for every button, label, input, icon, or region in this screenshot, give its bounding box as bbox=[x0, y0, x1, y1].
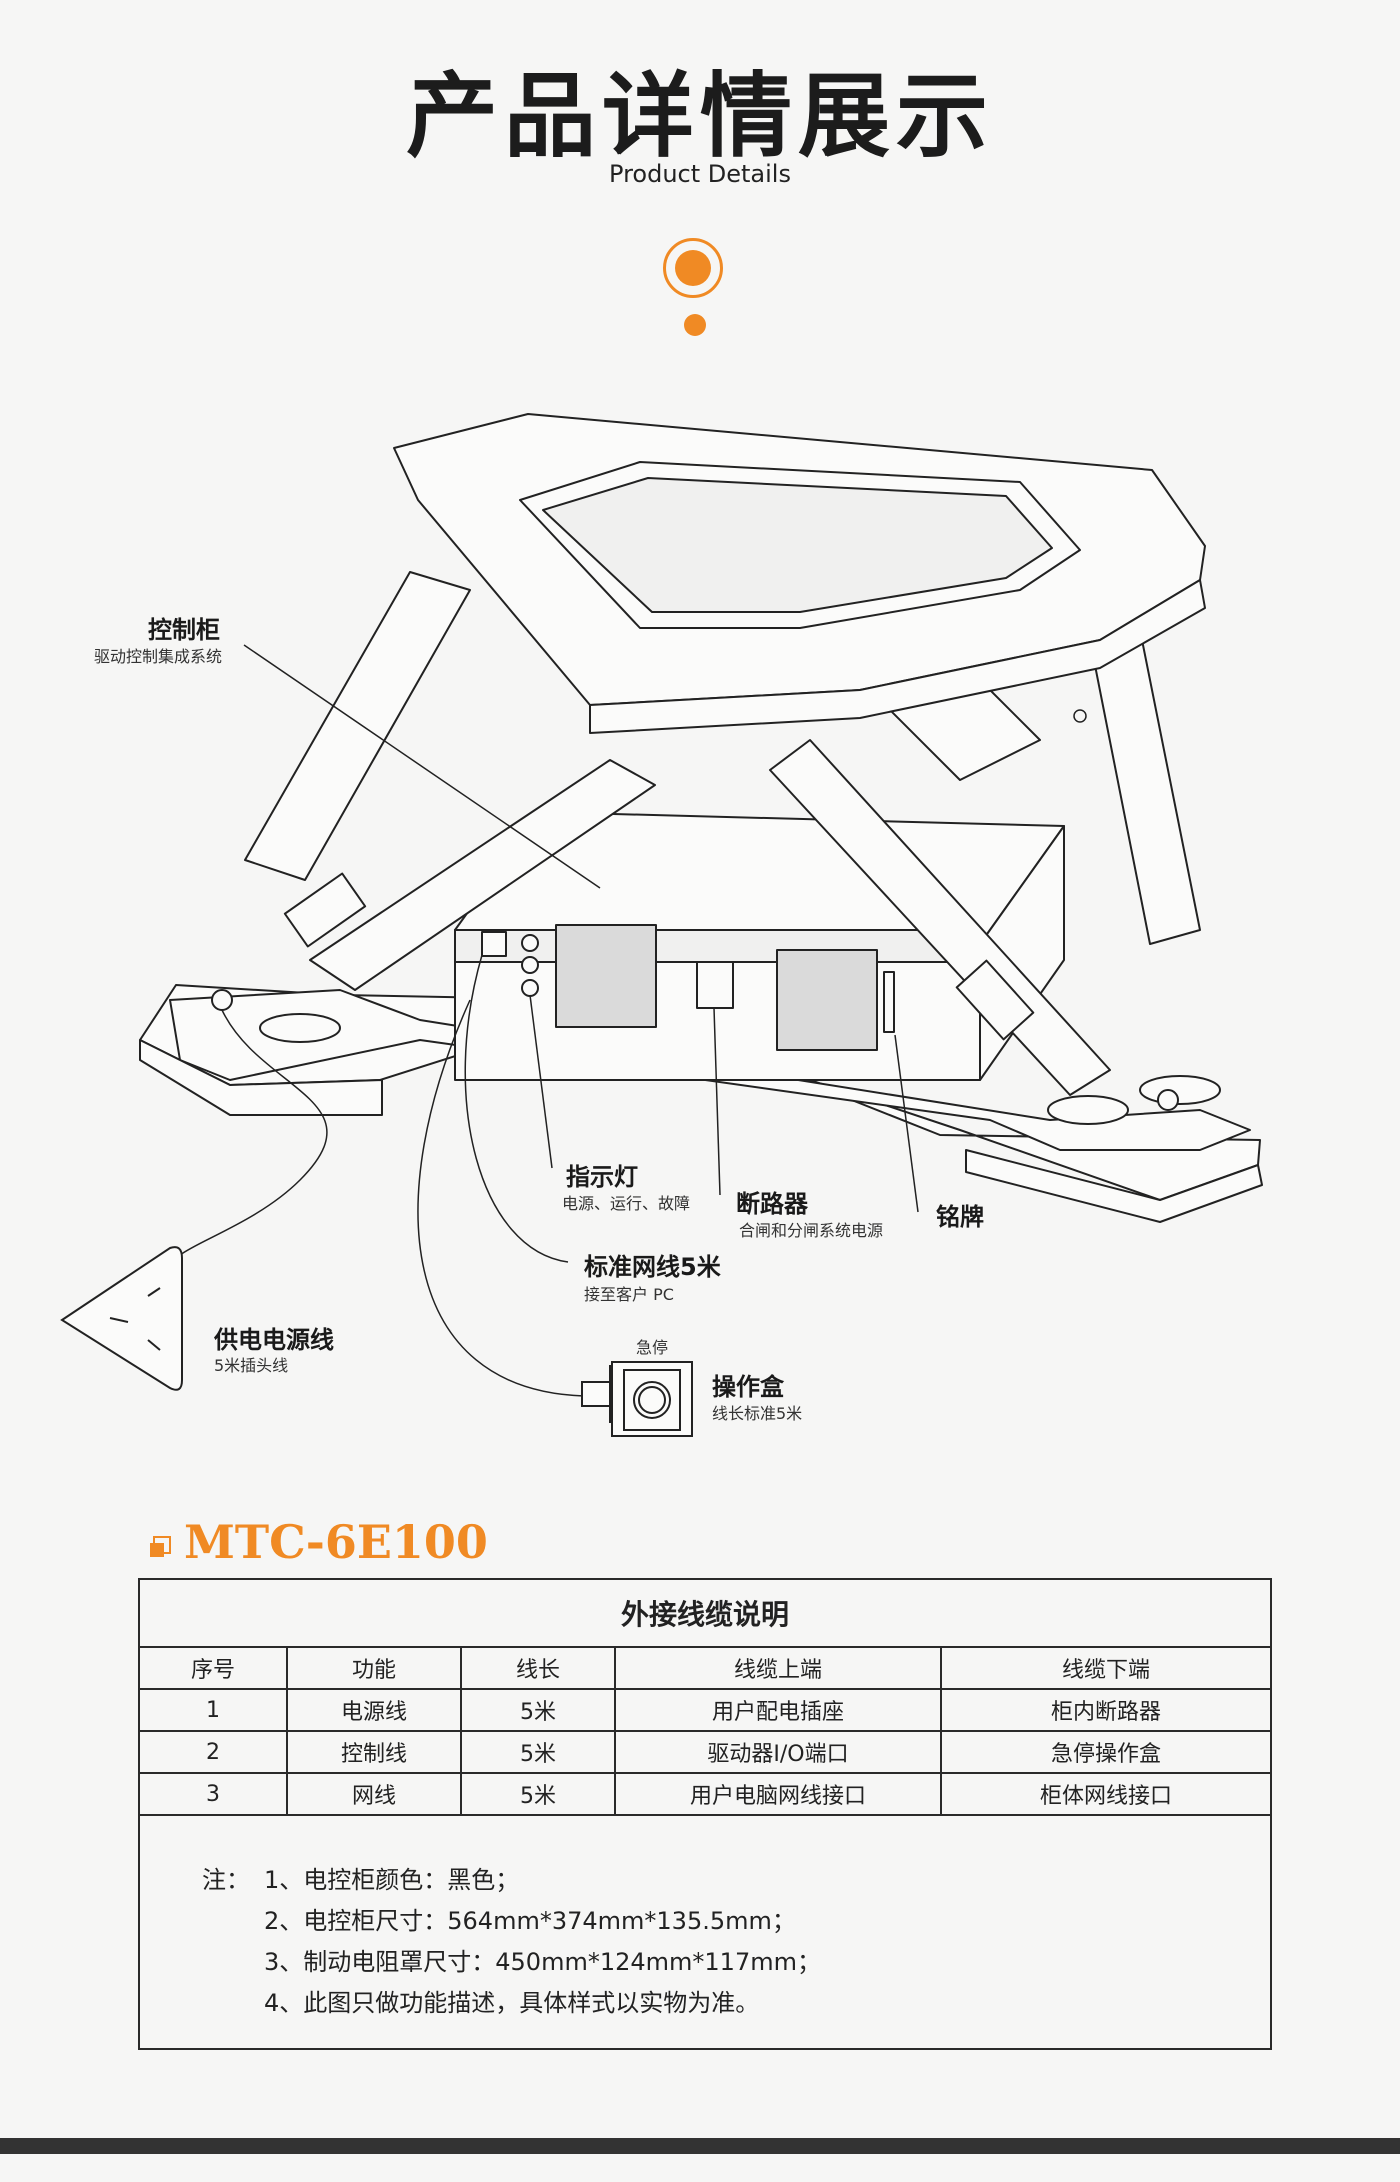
page-title: 产品详情展示 bbox=[405, 63, 994, 170]
model-name: MTC-6E100 bbox=[184, 1515, 488, 1569]
label-indicator: 指示灯 bbox=[566, 1163, 638, 1191]
table-row: 1 电源线 5米 用户配电插座 柜内断路器 bbox=[140, 1688, 1270, 1732]
front-actuators bbox=[283, 739, 1111, 1096]
table-cell: 用户电脑网线接口 bbox=[614, 1772, 942, 1816]
label-breaker-sub: 合闸和分闸系统电源 bbox=[739, 1221, 884, 1240]
table-cell: 5米 bbox=[460, 1688, 616, 1732]
table-cell: 5米 bbox=[460, 1730, 616, 1774]
operation-box-drawing bbox=[581, 1361, 693, 1437]
col-header: 序号 bbox=[140, 1646, 288, 1690]
table-cell: 用户配电插座 bbox=[614, 1688, 942, 1732]
table-cell: 3 bbox=[140, 1772, 288, 1816]
platform-diagram bbox=[60, 413, 1263, 1437]
label-opbox-sub: 线长标准5米 bbox=[712, 1404, 803, 1423]
page-subtitle: Product Details bbox=[609, 160, 791, 188]
table-row: 2 控制线 5米 驱动器I/O端口 急停操作盒 bbox=[140, 1730, 1270, 1774]
table-title: 外接线缆说明 bbox=[140, 1580, 1270, 1648]
col-header: 线长 bbox=[460, 1646, 616, 1690]
label-opbox: 操作盒 bbox=[712, 1373, 784, 1401]
control-cabinet-drawing bbox=[454, 811, 1065, 1081]
note-item: 2、电控柜尺寸：564mm*374mm*135.5mm； bbox=[264, 1907, 796, 1935]
label-network: 标准网线5米 bbox=[584, 1253, 721, 1281]
top-platform bbox=[393, 413, 1206, 734]
label-nameplate: 铭牌 bbox=[936, 1203, 984, 1231]
label-emergency-stop: 急停 bbox=[636, 1338, 669, 1357]
decorative-ring-icon bbox=[663, 238, 723, 298]
col-header: 线缆下端 bbox=[940, 1646, 1270, 1690]
note-item: 4、此图只做功能描述，具体样式以实物为准。 bbox=[264, 1989, 760, 2017]
table-cell: 柜体网线接口 bbox=[940, 1772, 1270, 1816]
col-header: 功能 bbox=[286, 1646, 462, 1690]
table-row: 3 网线 5米 用户电脑网线接口 柜体网线接口 bbox=[140, 1772, 1270, 1816]
notes-prefix: 注： bbox=[202, 1866, 250, 1894]
table-cell: 急停操作盒 bbox=[940, 1730, 1270, 1774]
label-indicator-sub: 电源、运行、故障 bbox=[562, 1194, 691, 1213]
note-item: 1、电控柜颜色：黑色； bbox=[264, 1866, 520, 1894]
label-power: 供电电源线 bbox=[214, 1326, 334, 1354]
label-network-sub: 接至客户 PC bbox=[584, 1285, 674, 1304]
registered-mark bbox=[1073, 709, 1087, 723]
table-cell: 电源线 bbox=[286, 1688, 462, 1732]
label-breaker: 断路器 bbox=[736, 1190, 808, 1218]
table-cell: 控制线 bbox=[286, 1730, 462, 1774]
col-header: 线缆上端 bbox=[614, 1646, 942, 1690]
mount-feet bbox=[211, 989, 1221, 1125]
label-power-sub: 5米插头线 bbox=[214, 1356, 289, 1375]
table-cell: 1 bbox=[140, 1688, 288, 1732]
table-cell: 柜内断路器 bbox=[940, 1688, 1270, 1732]
decorative-dot-icon bbox=[684, 314, 706, 336]
table-header-row: 序号 功能 线长 线缆上端 线缆下端 bbox=[140, 1646, 1270, 1690]
power-plug-icon bbox=[60, 1246, 183, 1391]
notes-block: 注： 1、电控柜颜色：黑色； 2、电控柜尺寸：564mm*374mm*135.5m… bbox=[202, 1860, 821, 2024]
label-control-cabinet: 控制柜 bbox=[148, 616, 220, 644]
table-cell: 2 bbox=[140, 1730, 288, 1774]
cable-table: 外接线缆说明 序号 功能 线长 线缆上端 线缆下端 1 电源线 5米 用户配电插… bbox=[138, 1578, 1272, 2050]
leader-lines bbox=[179, 644, 919, 1397]
label-control-cabinet-sub: 驱动控制集成系统 bbox=[94, 647, 223, 666]
model-tag-icon bbox=[150, 1536, 171, 1557]
bottom-bar bbox=[0, 2138, 1400, 2154]
table-cell: 驱动器I/O端口 bbox=[614, 1730, 942, 1774]
table-cell: 网线 bbox=[286, 1772, 462, 1816]
table-cell: 5米 bbox=[460, 1772, 616, 1816]
note-item: 3、制动电阻罩尺寸：450mm*124mm*117mm； bbox=[264, 1948, 821, 1976]
